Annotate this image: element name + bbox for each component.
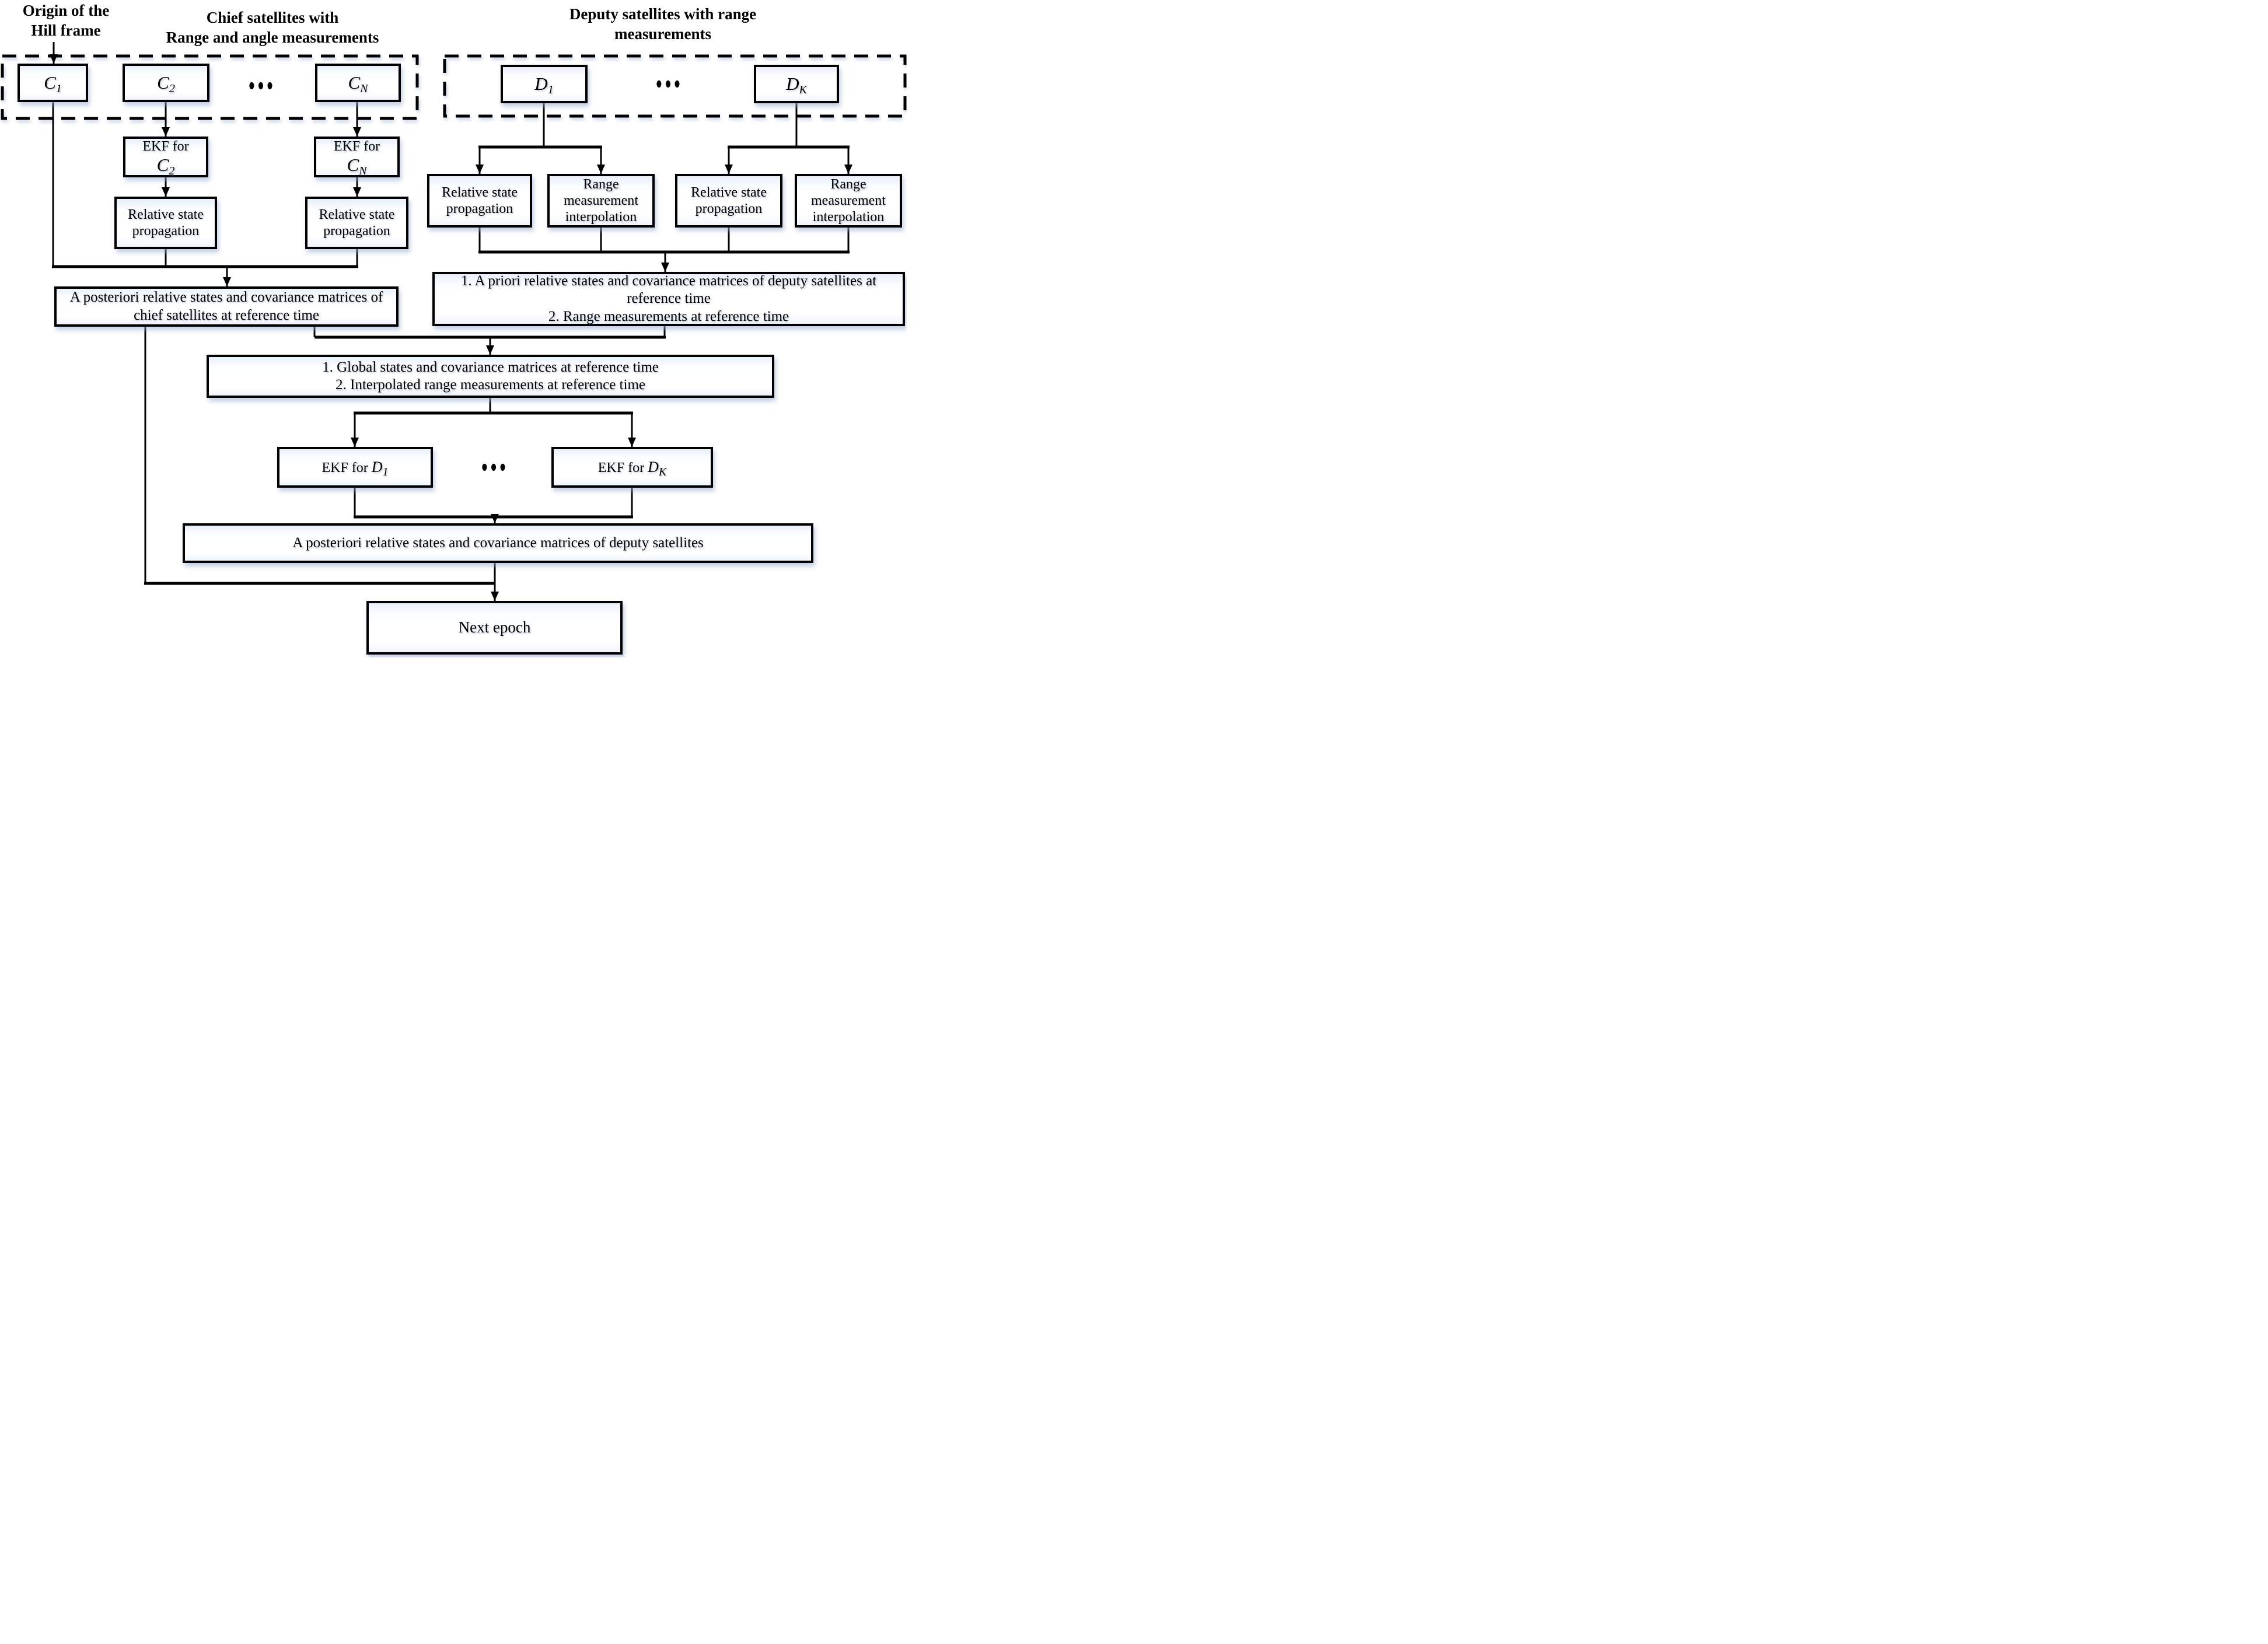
ellipsis-chief: ●●● (248, 75, 276, 95)
satellite-dk-label: DK (786, 73, 807, 96)
node-relative-state-propagation-c2: Relative state propagation (114, 197, 217, 249)
global-states-label: 1. Global states and covariance matrices… (322, 359, 659, 393)
node-deputy-priori-states: 1. A priori relative states and covarian… (432, 272, 905, 326)
ekf-for-d1-label: EKF for D1 (321, 458, 389, 478)
ellipsis-deputy: ●●● (655, 74, 683, 93)
node-satellite-d1: D1 (501, 65, 588, 103)
node-ekf-for-dk: EKF for DK (551, 447, 713, 488)
node-chief-posteriori-states: A posteriori relative states and covaria… (54, 286, 399, 327)
satellite-c2-label: C2 (157, 72, 175, 95)
node-satellite-c1: C1 (18, 64, 88, 102)
node-deputy-posteriori-states: A posteriori relative states and covaria… (183, 523, 813, 563)
deputy-satellites-header: Deputy satellites with range measurement… (569, 5, 757, 43)
chief-group-dashed-border (1, 54, 419, 120)
node-relative-state-propagation-dk: Relative state propagation (675, 174, 782, 228)
node-relative-state-propagation-cn: Relative state propagation (305, 197, 408, 249)
node-relative-state-propagation-d1: Relative state propagation (427, 174, 532, 228)
satellite-cn-label: CN (348, 72, 368, 95)
node-ekf-for-d1: EKF for D1 (277, 447, 433, 488)
node-satellite-c2: C2 (123, 64, 209, 102)
deputy-priori-label: 1. A priori relative states and covarian… (460, 272, 877, 324)
satellite-c1-label: C1 (44, 72, 62, 95)
node-range-measurement-interpolation-dk: Range measurement interpolation (795, 174, 902, 228)
node-ekf-for-c2: EKF for C2 (123, 137, 208, 177)
flowchart-satellite-ekf-architecture: Origin of the Hill frame Chief satellite… (0, 0, 907, 657)
chief-satellites-header: Chief satellites with Range and angle me… (166, 9, 379, 46)
node-range-measurement-interpolation-d1: Range measurement interpolation (547, 174, 655, 228)
node-ekf-for-cn: EKF for CN (314, 137, 400, 177)
origin-of-hill-frame-label: Origin of the Hill frame (22, 2, 110, 39)
satellite-d1-label: D1 (534, 73, 554, 96)
node-global-states: 1. Global states and covariance matrices… (207, 355, 774, 398)
ellipsis-ekf-deputies: ●●● (481, 457, 509, 476)
ekf-for-cn-label: EKF for CN (333, 138, 380, 177)
deputy-group-dashed-border (443, 54, 907, 118)
ekf-for-c2-label: EKF for C2 (142, 138, 189, 177)
node-satellite-dk: DK (754, 65, 839, 103)
node-next-epoch: Next epoch (366, 601, 623, 655)
node-satellite-cn: CN (315, 64, 401, 102)
connector-layer (1, 42, 907, 601)
ekf-for-dk-label: EKF for DK (597, 458, 667, 478)
